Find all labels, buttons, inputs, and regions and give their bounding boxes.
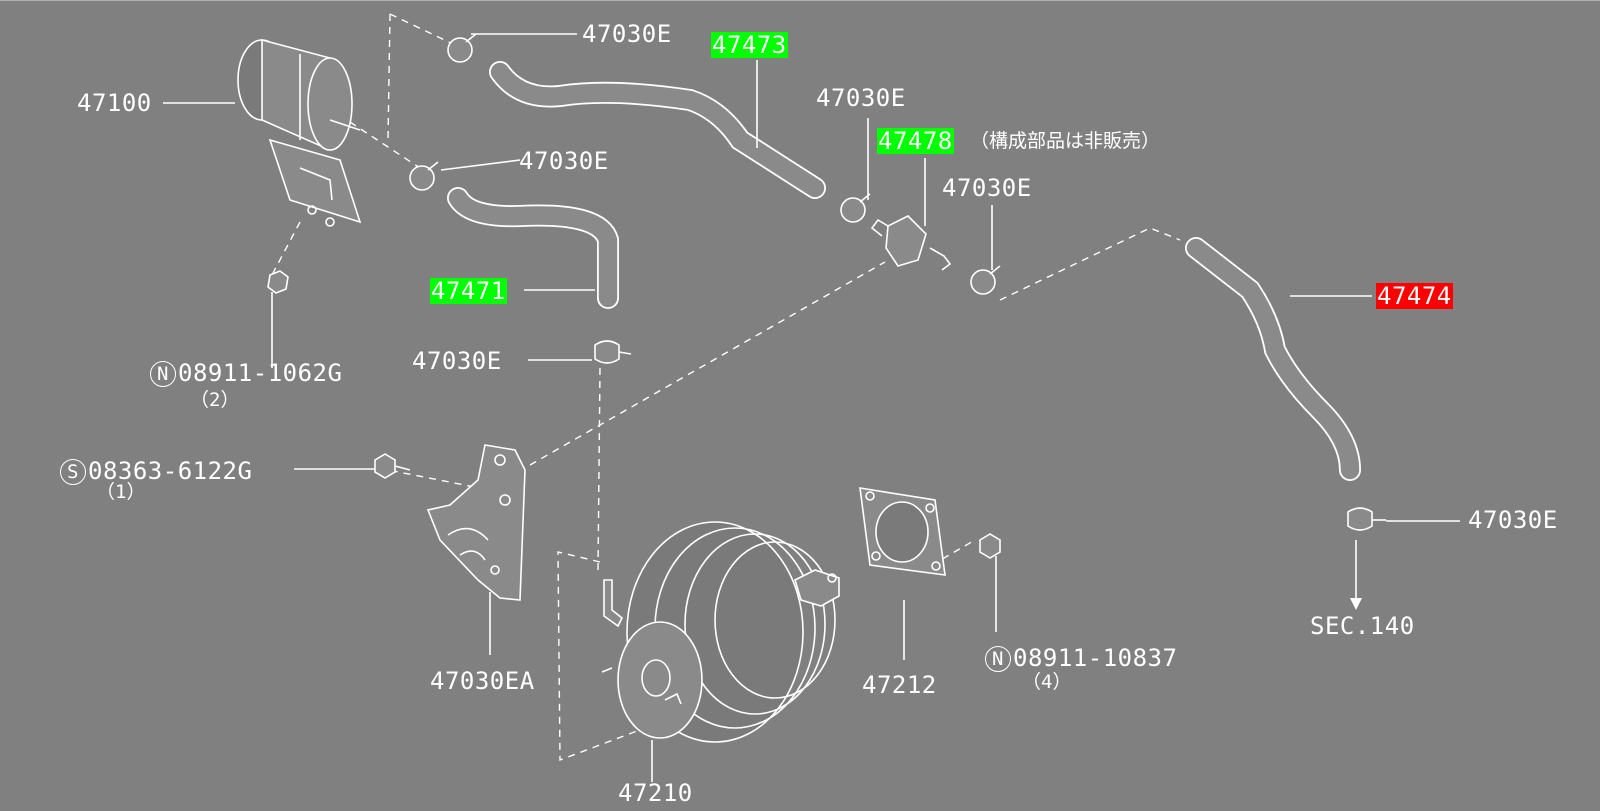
part-qty-08363-6122g: （1） <box>96 481 146 503</box>
part-label-47030e-right[interactable]: 47030E <box>942 174 1032 202</box>
top-border <box>0 0 1600 1</box>
part-qty-08911-10837: （4） <box>1022 671 1072 693</box>
part-label-47030e-left[interactable]: 47030E <box>519 147 609 175</box>
part-label-47030e-upper-mid[interactable]: 47030E <box>816 84 906 112</box>
n-circle-icon: N <box>150 361 176 387</box>
part-number-text: 08911-1062G <box>178 359 343 387</box>
part-qty-08911-1062g: （2） <box>190 389 240 411</box>
part-label-47100[interactable]: 47100 <box>77 89 152 117</box>
brake-booster-47210 <box>601 521 840 743</box>
part-label-47471[interactable]: 47471 <box>430 277 507 305</box>
part-label-47030e-top[interactable]: 47030E <box>582 20 672 48</box>
s-circle-icon: S <box>60 459 86 485</box>
clamps <box>409 33 1386 531</box>
n-circle-icon: N <box>985 646 1011 672</box>
gasket-47212 <box>859 487 1001 576</box>
check-valve-47478 <box>870 215 952 271</box>
part-label-47210[interactable]: 47210 <box>618 779 693 807</box>
part-label-47030ea[interactable]: 47030EA <box>430 667 535 695</box>
part-label-47474[interactable]: 47474 <box>1376 282 1453 310</box>
leader-lines <box>163 33 1460 782</box>
part-label-47473[interactable]: 47473 <box>711 31 788 59</box>
part-label-47212[interactable]: 47212 <box>862 671 937 699</box>
part-number-text: 08363-6122G <box>88 457 253 485</box>
part-label-47478[interactable]: 47478 <box>877 127 954 155</box>
part-note-47478: （構成部品は非販売） <box>970 130 1161 152</box>
canister-47100 <box>237 38 362 294</box>
part-label-47030e-center[interactable]: 47030E <box>412 347 502 375</box>
hoses <box>447 61 1361 481</box>
part-label-47030e-far-right[interactable]: 47030E <box>1468 506 1558 534</box>
bracket-47030ea <box>374 444 526 601</box>
section-ref-sec140[interactable]: SEC.140 <box>1310 612 1415 640</box>
part-number-text: 08911-10837 <box>1013 644 1178 672</box>
